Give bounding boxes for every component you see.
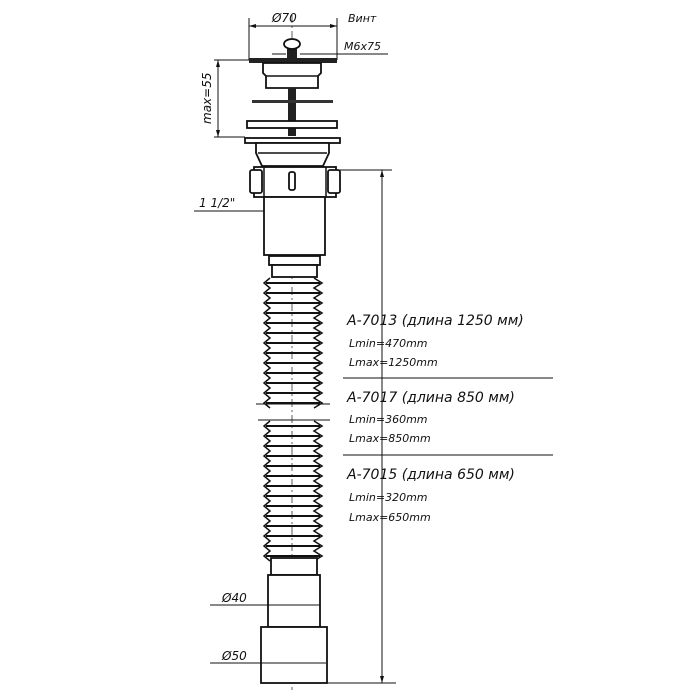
corrugated-hose-upper [262, 277, 324, 409]
top-diameter-dimension [248, 18, 338, 60]
model-lmin: Lmin=320mm [349, 491, 428, 504]
model-title: A-7015 (длина 650 мм) [346, 467, 515, 483]
outlet-inner-label: Ø40 [221, 591, 247, 605]
max-height-label: max=55 [200, 73, 214, 124]
union-nut [249, 166, 341, 198]
model-lmax: Lmax=650mm [349, 511, 431, 524]
screw-label: Винт [348, 12, 377, 25]
model-title: A-7013 (длина 1250 мм) [346, 313, 524, 329]
model-a7015: A-7015 (длина 650 мм) Lmin=320mm Lmax=65… [346, 467, 515, 524]
outlet-outer-label: Ø50 [221, 649, 247, 663]
model-lmin: Lmin=470mm [349, 337, 428, 350]
thread-label: 1 1/2" [199, 196, 235, 210]
model-lmin: Lmin=360mm [349, 413, 428, 426]
hose-edge [312, 277, 324, 409]
length-dimension [327, 169, 396, 684]
screw-rod [288, 88, 296, 136]
model-lmax: Lmax=1250mm [349, 356, 438, 369]
model-lmax: Lmax=850mm [349, 432, 431, 445]
drain-plug [244, 38, 341, 167]
hose-edge [312, 420, 324, 562]
screw-size-label: M6x75 [344, 40, 381, 53]
model-a7013: A-7013 (длина 1250 мм) Lmin=470mm Lmax=1… [346, 313, 524, 369]
washer [252, 100, 333, 103]
upper-pipe [263, 196, 326, 278]
model-title: A-7017 (длина 850 мм) [346, 390, 515, 406]
gasket [246, 120, 338, 129]
screw-head [283, 38, 301, 50]
hose-edge [262, 420, 272, 562]
height-dimension [214, 59, 249, 138]
hose-edge [262, 277, 272, 409]
top-diameter-label: Ø70 [271, 11, 297, 25]
break-marks [256, 403, 330, 421]
outlet-pipe [260, 557, 328, 684]
model-a7017: A-7017 (длина 850 мм) Lmin=360mm Lmax=85… [346, 390, 515, 445]
corrugated-hose-lower [262, 420, 324, 562]
screw [287, 42, 297, 60]
